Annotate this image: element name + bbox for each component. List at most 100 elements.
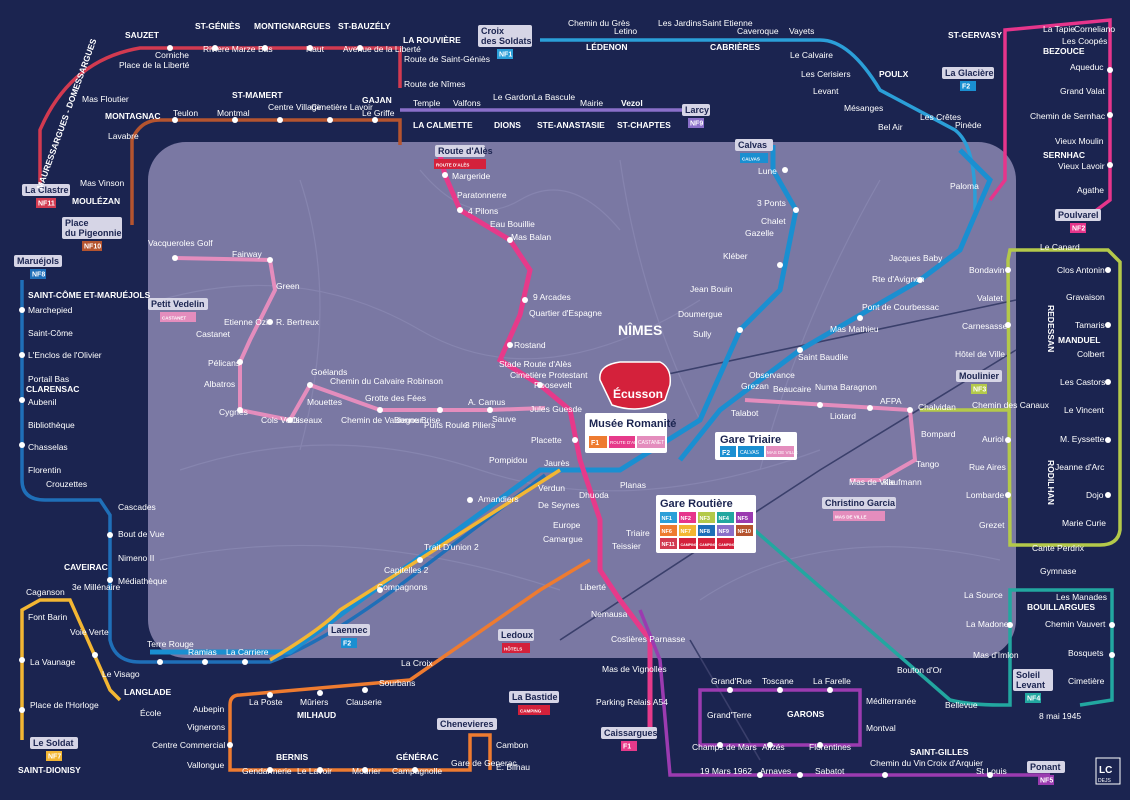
line-badge-camping[interactable] bbox=[698, 538, 715, 549]
station-dot[interactable] bbox=[1105, 322, 1111, 328]
station-dot[interactable] bbox=[267, 767, 273, 773]
line-badge-nf11[interactable] bbox=[660, 538, 677, 549]
station-dot[interactable] bbox=[19, 352, 25, 358]
station-dot[interactable] bbox=[1105, 379, 1111, 385]
station-dot[interactable] bbox=[172, 255, 178, 261]
station-dot[interactable] bbox=[1005, 267, 1011, 273]
station-dot[interactable] bbox=[372, 117, 378, 123]
station-dot[interactable] bbox=[507, 342, 513, 348]
station-dot[interactable] bbox=[867, 405, 873, 411]
station-dot[interactable] bbox=[487, 407, 493, 413]
station-dot[interactable] bbox=[1109, 652, 1115, 658]
station-dot[interactable] bbox=[442, 172, 448, 178]
station-dot[interactable] bbox=[377, 587, 383, 593]
line-badge-nf10[interactable] bbox=[736, 525, 753, 536]
station-dot[interactable] bbox=[1107, 162, 1113, 168]
station-dot[interactable] bbox=[782, 167, 788, 173]
station-dot[interactable] bbox=[172, 117, 178, 123]
station-dot[interactable] bbox=[307, 382, 313, 388]
station-dot[interactable] bbox=[1109, 622, 1115, 628]
station-dot[interactable] bbox=[797, 347, 803, 353]
hub-gare-triaire[interactable]: Gare Triaire F2 CALVAS MAS DE VILLE bbox=[715, 432, 798, 460]
station-dot[interactable] bbox=[242, 659, 248, 665]
station-dot[interactable] bbox=[19, 442, 25, 448]
line-badge-nf7[interactable] bbox=[679, 525, 696, 536]
station-dot[interactable] bbox=[827, 687, 833, 693]
station-dot[interactable] bbox=[907, 407, 913, 413]
line-badge-nf5[interactable] bbox=[736, 512, 753, 523]
station-dot[interactable] bbox=[267, 257, 273, 263]
station-dot[interactable] bbox=[317, 690, 323, 696]
station-dot[interactable] bbox=[1107, 112, 1113, 118]
station-dot[interactable] bbox=[107, 532, 113, 538]
line-badge-nf4[interactable] bbox=[717, 512, 734, 523]
station-dot[interactable] bbox=[417, 557, 423, 563]
station-dot[interactable] bbox=[1005, 492, 1011, 498]
line-badge-nf1[interactable] bbox=[660, 512, 677, 523]
station-dot[interactable] bbox=[237, 359, 243, 365]
line-badge-camping[interactable] bbox=[717, 538, 734, 549]
terminal-chenevieres[interactable]: Chenevieres bbox=[437, 718, 497, 730]
line-badge-nf3[interactable] bbox=[698, 512, 715, 523]
station-dot[interactable] bbox=[107, 577, 113, 583]
station-dot[interactable] bbox=[437, 407, 443, 413]
station-dot[interactable] bbox=[19, 657, 25, 663]
station-dot[interactable] bbox=[1105, 492, 1111, 498]
station-dot[interactable] bbox=[777, 262, 783, 268]
line-badge-nf8[interactable] bbox=[698, 525, 715, 536]
station-dot[interactable] bbox=[167, 45, 173, 51]
station-dot[interactable] bbox=[92, 652, 98, 658]
station-dot[interactable] bbox=[412, 767, 418, 773]
station-dot[interactable] bbox=[1005, 322, 1011, 328]
station-dot[interactable] bbox=[212, 45, 218, 51]
line-badge-nf9[interactable] bbox=[717, 525, 734, 536]
station-dot[interactable] bbox=[19, 397, 25, 403]
station-dot[interactable] bbox=[1005, 437, 1011, 443]
station-dot[interactable] bbox=[327, 117, 333, 123]
station-dot[interactable] bbox=[267, 319, 273, 325]
station-dot[interactable] bbox=[19, 307, 25, 313]
station-dot[interactable] bbox=[277, 117, 283, 123]
station-dot[interactable] bbox=[572, 437, 578, 443]
station-dot[interactable] bbox=[227, 742, 233, 748]
station-dot[interactable] bbox=[357, 45, 363, 51]
station-dot[interactable] bbox=[19, 707, 25, 713]
station-dot[interactable] bbox=[377, 407, 383, 413]
station-dot[interactable] bbox=[737, 327, 743, 333]
station-dot[interactable] bbox=[457, 207, 463, 213]
station-dot[interactable] bbox=[362, 687, 368, 693]
station-dot[interactable] bbox=[1105, 437, 1111, 443]
station-dot[interactable] bbox=[262, 45, 268, 51]
station-dot[interactable] bbox=[307, 45, 313, 51]
station-dot[interactable] bbox=[232, 117, 238, 123]
station-dot[interactable] bbox=[882, 772, 888, 778]
station-dot[interactable] bbox=[917, 277, 923, 283]
station-dot[interactable] bbox=[1007, 622, 1013, 628]
line-badge-camping[interactable] bbox=[679, 538, 696, 549]
station-dot[interactable] bbox=[767, 742, 773, 748]
station-dot[interactable] bbox=[237, 407, 243, 413]
line-badge-nf6[interactable] bbox=[660, 525, 677, 536]
station-dot[interactable] bbox=[267, 692, 273, 698]
station-dot[interactable] bbox=[1105, 267, 1111, 273]
station-dot[interactable] bbox=[717, 742, 723, 748]
station-dot[interactable] bbox=[757, 772, 763, 778]
station-dot[interactable] bbox=[797, 772, 803, 778]
